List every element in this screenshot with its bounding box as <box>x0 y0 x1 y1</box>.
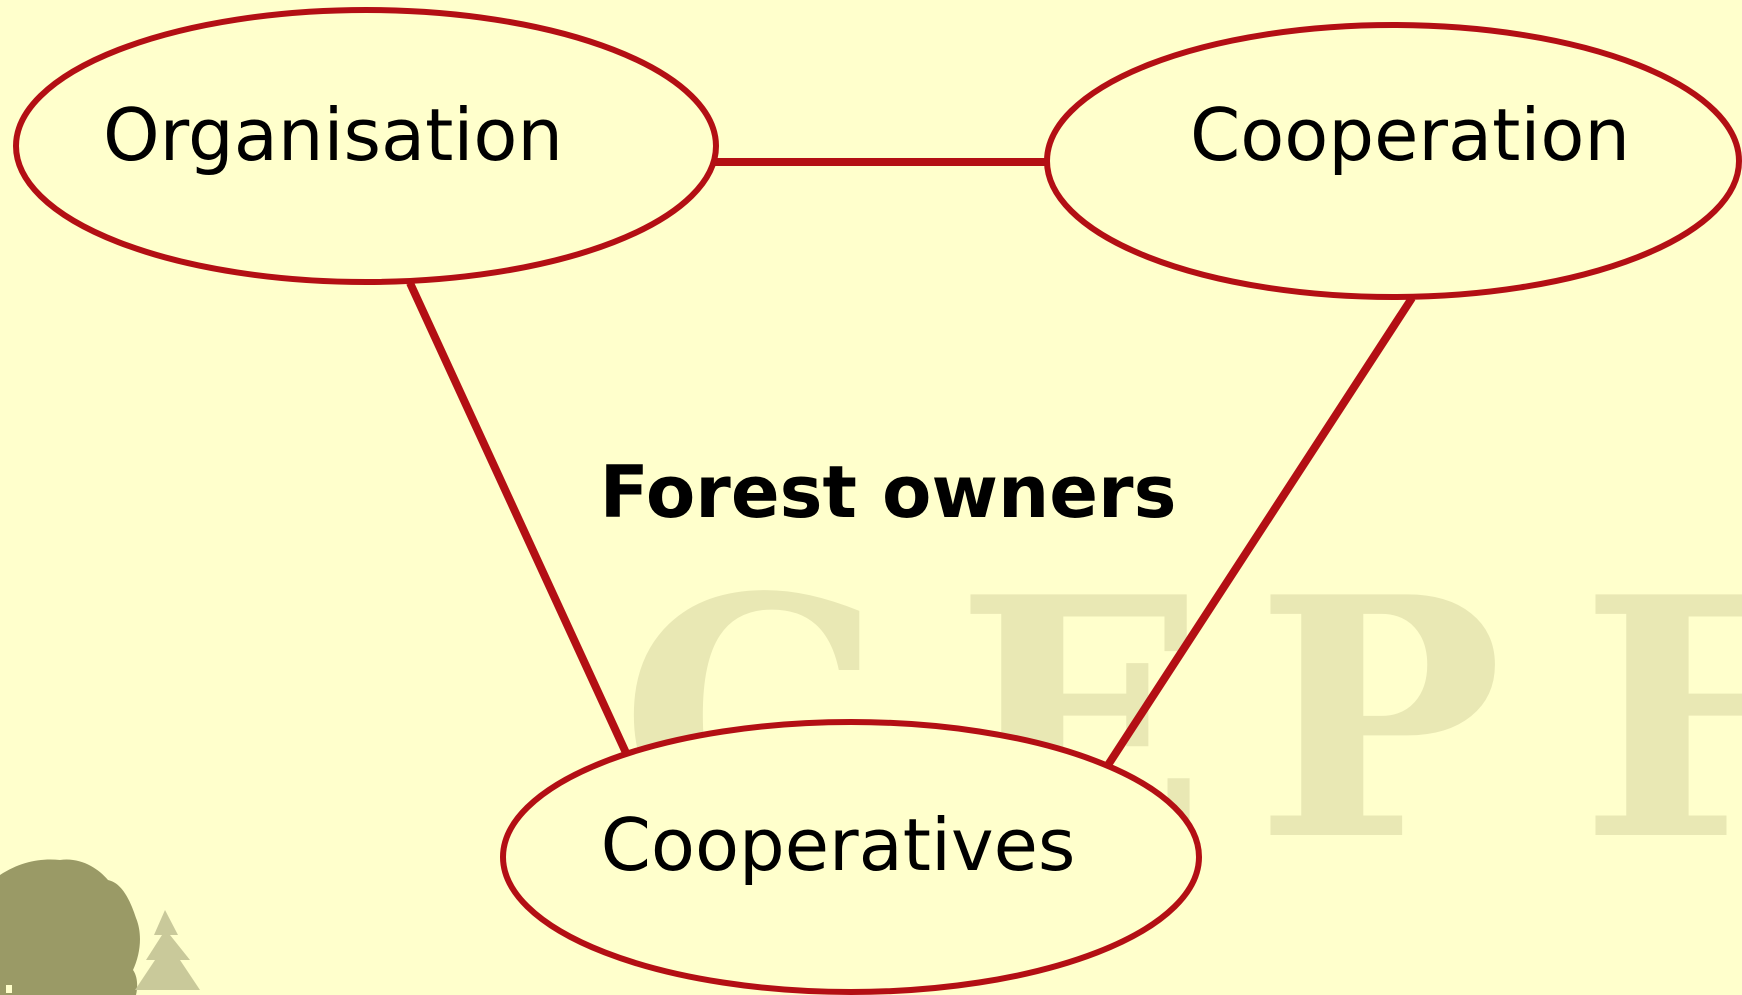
nodes <box>13 7 1742 995</box>
node-cooperation-ellipse <box>1044 22 1742 300</box>
node-organisation-ellipse <box>13 7 719 285</box>
tree-mark <box>6 985 12 993</box>
edge-organisation-cooperatives <box>406 281 631 757</box>
edge-cooperation-cooperatives <box>1104 295 1416 768</box>
node-cooperatives-label: Cooperatives <box>601 803 1076 887</box>
node-cooperatives-ellipse <box>500 719 1202 995</box>
node-organisation-label: Organisation <box>103 93 563 177</box>
pine-tree-shape <box>135 910 200 990</box>
watermark-letter-p: P <box>1255 525 1503 913</box>
center-label: Forest owners <box>600 450 1177 534</box>
watermark-letter-f: F <box>1580 525 1742 913</box>
edges <box>406 158 1416 768</box>
node-cooperation-label: Cooperation <box>1190 93 1630 177</box>
tree-illustration <box>0 859 200 995</box>
tree-canopy-shape <box>0 859 140 995</box>
watermark-logo: C E P F <box>620 525 1742 913</box>
